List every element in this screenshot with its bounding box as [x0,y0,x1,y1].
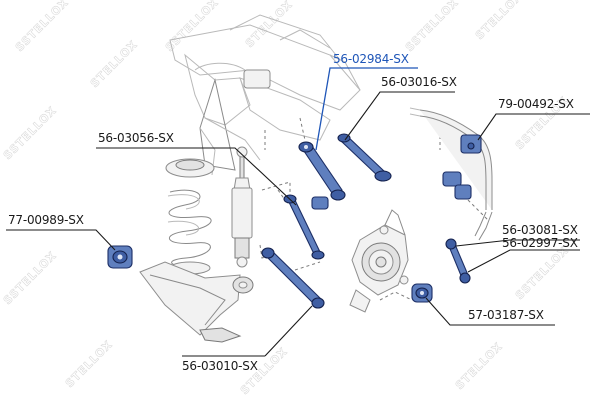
label-56-02984[interactable]: 56-02984-SX [333,52,409,66]
part-77-00989 [107,245,133,269]
watermark-text: SSTELLOX [13,0,71,54]
watermark-text: STELLOX [453,340,505,392]
label-56-03010[interactable]: 56-03010-SX [182,359,258,373]
watermark-text: SSTELLOX [1,249,59,307]
wheel-hub-knuckle [349,209,409,313]
coil-spring [165,158,215,275]
leader-56-02984 [315,67,418,151]
part-57-03187 [411,283,433,303]
watermark-text: SSTELLOX [1,104,59,162]
leader-56-03010 [264,305,313,357]
leader-56-03081 [455,239,580,247]
subframe-sketch [169,14,361,176]
leader-79-00492 [477,113,590,141]
leader-56-02997 [467,249,580,273]
part-56-03056 [283,194,329,260]
watermark-text: STELLOX [63,338,115,390]
watermark-text: STELLOX [473,0,525,42]
part-56-03010 [261,247,325,309]
label-56-03081[interactable]: 56-03081-SX [502,223,578,237]
bushing [311,196,329,210]
watermark-text: SSTELLOX [513,244,571,302]
part-56-03081 [445,238,471,284]
leader-77-00989 [6,229,116,251]
watermark-text: STELLOX [88,38,140,90]
label-56-02997[interactable]: 56-02997-SX [502,236,578,250]
label-56-03016[interactable]: 56-03016-SX [381,75,457,89]
part-56-02984 [298,141,346,201]
shock-absorber [231,146,253,268]
mount-bracket [243,69,271,89]
watermark-text: SSTELLOX [403,0,461,54]
leader-57-03187 [425,297,555,326]
part-79-00492 [442,134,482,200]
label-77-00989[interactable]: 77-00989-SX [8,213,84,227]
part-56-03016 [337,133,392,182]
lower-control-arm [139,261,254,343]
label-57-03187[interactable]: 57-03187-SX [468,308,544,322]
label-79-00492[interactable]: 79-00492-SX [498,97,574,111]
leader-56-03056 [96,147,297,206]
part-labels: 56-02984-SX 56-03016-SX 79-00492-SX 56-0… [8,52,578,373]
label-56-03056[interactable]: 56-03056-SX [98,131,174,145]
leader-lines [6,67,590,357]
leader-56-03016 [344,91,455,141]
